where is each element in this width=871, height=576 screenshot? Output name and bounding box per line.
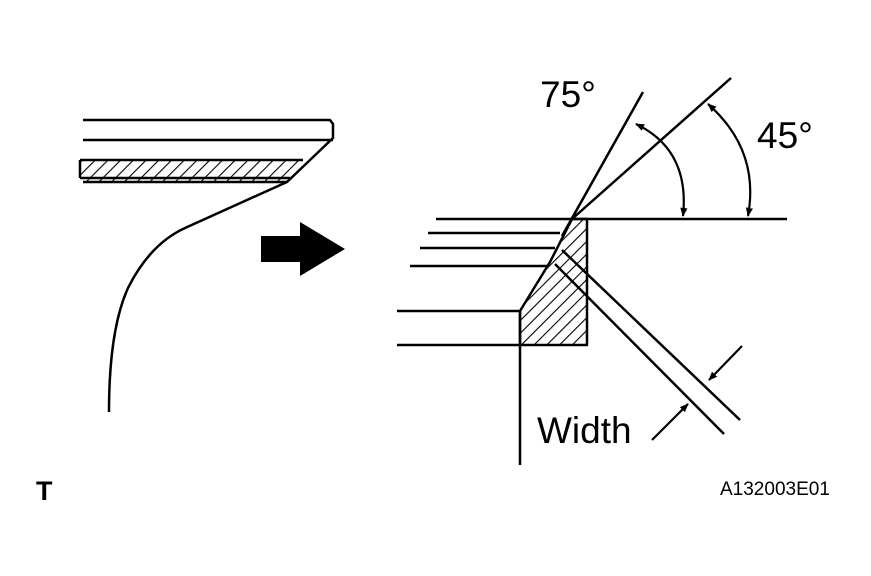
valve-seat-outline bbox=[83, 118, 335, 413]
width-label: Width bbox=[537, 410, 632, 451]
view-mark: T bbox=[36, 476, 53, 506]
angle-arc-75 bbox=[635, 123, 688, 217]
valve-seat-hatch-band bbox=[80, 160, 303, 182]
angle-dimensions bbox=[635, 103, 753, 217]
angle-75-label: 75° bbox=[540, 74, 596, 115]
valve-seat-before bbox=[78, 118, 335, 413]
angle-arc-45 bbox=[707, 103, 753, 217]
width-band-line-1 bbox=[561, 249, 741, 421]
ref-line-75 bbox=[560, 91, 645, 237]
valve-seat-after bbox=[397, 77, 787, 465]
angle-45-label: 45° bbox=[757, 115, 813, 156]
seat-cross-section bbox=[518, 217, 589, 347]
figure-code: A132003E01 bbox=[720, 479, 830, 500]
width-arrow-lower bbox=[651, 403, 689, 441]
width-arrow-upper bbox=[708, 345, 743, 381]
transition-arrow bbox=[261, 222, 345, 276]
width-band-line-2 bbox=[554, 263, 725, 435]
width-dimension bbox=[651, 345, 743, 441]
